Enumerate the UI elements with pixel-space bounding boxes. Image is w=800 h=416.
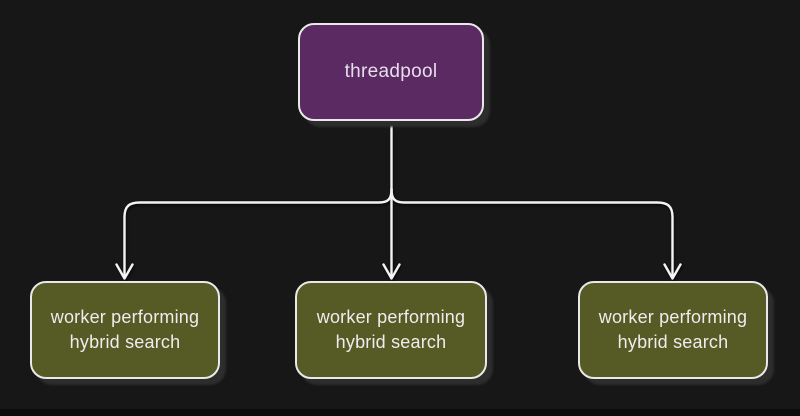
root-node-label: threadpool (344, 61, 438, 82)
connector-left (123, 187, 393, 279)
root-node-threadpool: threadpool (298, 23, 484, 121)
worker-node-3: worker performing hybrid search (578, 281, 768, 379)
worker-node-label: worker performing hybrid search (50, 307, 200, 352)
arrowhead-left-icon (115, 263, 134, 280)
worker-node-label: worker performing hybrid search (598, 307, 748, 352)
connector-right (390, 187, 674, 279)
arrowhead-middle-icon (382, 263, 401, 280)
bottom-letterbox-bar (0, 409, 800, 416)
arrowhead-right-icon (663, 263, 682, 280)
worker-node-1: worker performing hybrid search (30, 281, 220, 379)
worker-node-2: worker performing hybrid search (295, 281, 487, 379)
worker-node-label: worker performing hybrid search (316, 307, 466, 352)
